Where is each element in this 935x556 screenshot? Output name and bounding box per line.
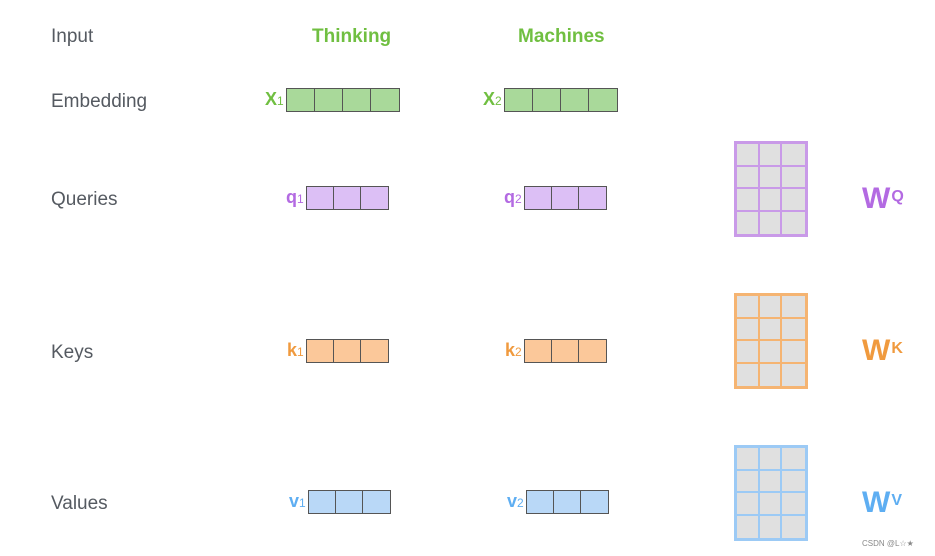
matrix-cell [760, 211, 783, 234]
query-sub-1: 1 [297, 192, 304, 206]
weight-matrix-v [734, 445, 808, 541]
weight-label-v: WV [862, 488, 902, 518]
matrix-cell [737, 296, 760, 319]
input-word-2: Machines [518, 26, 605, 47]
matrix-cell [737, 448, 760, 471]
query-letter-2: q [504, 187, 515, 207]
matrix-cell [760, 363, 783, 386]
matrix-cell [737, 211, 760, 234]
matrix-cell [782, 319, 805, 341]
key-letter-1: k [287, 340, 298, 360]
matrix-cell [759, 189, 783, 212]
row-label-keys: Keys [51, 342, 94, 363]
row-label-embedding: Embedding [51, 91, 148, 112]
matrix-cell [737, 144, 760, 167]
matrix-cell [737, 166, 760, 189]
weight-sup-k: K [891, 340, 903, 357]
value-sub-1: 1 [299, 496, 306, 510]
value-label-1: v1 [289, 489, 306, 515]
matrix-cell [737, 189, 760, 212]
embedding-letter-1: X [265, 89, 278, 109]
matrix-cell [782, 212, 805, 235]
key-letter-2: k [505, 340, 516, 360]
weight-label-q: WQ [862, 184, 904, 214]
query-sub-2: 2 [515, 192, 522, 206]
embedding-cells-1 [285, 88, 400, 112]
value-letter-2: v [507, 491, 518, 511]
matrix-cell [782, 516, 805, 539]
key-label-2: k2 [505, 338, 522, 364]
key-cells-2 [523, 339, 607, 363]
matrix-cell [759, 470, 783, 493]
matrix-cell [759, 318, 783, 341]
key-sub-1: 1 [297, 345, 304, 359]
matrix-cell [782, 189, 805, 212]
embedding-label-1: X1 [265, 87, 284, 113]
embedding-letter-2: X [483, 89, 496, 109]
query-vector-2: q2 [504, 186, 607, 210]
weight-matrix-q [734, 141, 808, 237]
matrix-cell [760, 515, 783, 538]
matrix-cell [737, 515, 760, 538]
matrix-cell [782, 296, 805, 319]
value-label-2: v2 [507, 489, 524, 515]
query-label-1: q1 [286, 185, 304, 211]
embedding-vector-1: X1 [265, 88, 400, 112]
matrix-cell [759, 341, 783, 364]
query-label-2: q2 [504, 185, 522, 211]
matrix-cell [782, 493, 805, 516]
weight-label-k: WK [862, 336, 903, 366]
key-vector-2: k2 [505, 339, 607, 363]
value-sub-2: 2 [517, 496, 524, 510]
weight-sup-v: V [891, 492, 902, 509]
key-cells-1 [305, 339, 389, 363]
value-vector-2: v2 [507, 490, 609, 514]
row-label-queries: Queries [51, 189, 118, 210]
weight-letter-q: W [862, 182, 891, 215]
key-label-1: k1 [287, 338, 304, 364]
matrix-cell [782, 448, 805, 471]
value-vector-1: v1 [289, 490, 391, 514]
matrix-cell [737, 470, 760, 493]
matrix-cell [759, 166, 783, 189]
matrix-cell [782, 341, 805, 364]
matrix-cell [759, 296, 783, 319]
value-letter-1: v [289, 491, 300, 511]
query-letter-1: q [286, 187, 297, 207]
input-word-1: Thinking [312, 26, 392, 47]
matrix-cell [782, 144, 805, 167]
weight-sup-q: Q [891, 188, 904, 205]
query-cells-1 [305, 186, 389, 210]
matrix-cell [759, 448, 783, 471]
query-cells-2 [523, 186, 607, 210]
key-vector-1: k1 [287, 339, 389, 363]
weight-letter-v: W [862, 486, 891, 519]
weight-letter-k: W [862, 334, 891, 367]
key-sub-2: 2 [515, 345, 522, 359]
matrix-cell [737, 363, 760, 386]
matrix-cell [759, 493, 783, 516]
value-cells-2 [525, 490, 609, 514]
row-label-values: Values [51, 493, 108, 514]
embedding-cells-2 [503, 88, 618, 112]
embedding-vector-2: X2 [483, 88, 618, 112]
matrix-cell [737, 318, 760, 341]
embedding-label-2: X2 [483, 87, 502, 113]
row-label-input: Input [51, 26, 94, 47]
watermark: CSDN @L☆★ [862, 539, 914, 548]
embedding-sub-1: 1 [277, 94, 284, 108]
embedding-sub-2: 2 [495, 94, 502, 108]
matrix-cell [782, 364, 805, 387]
query-vector-1: q1 [286, 186, 389, 210]
matrix-cell [759, 144, 783, 167]
matrix-cell [737, 341, 760, 364]
weight-matrix-k [734, 293, 808, 389]
matrix-cell [737, 493, 760, 516]
matrix-cell [782, 167, 805, 189]
value-cells-1 [307, 490, 391, 514]
matrix-cell [782, 471, 805, 493]
